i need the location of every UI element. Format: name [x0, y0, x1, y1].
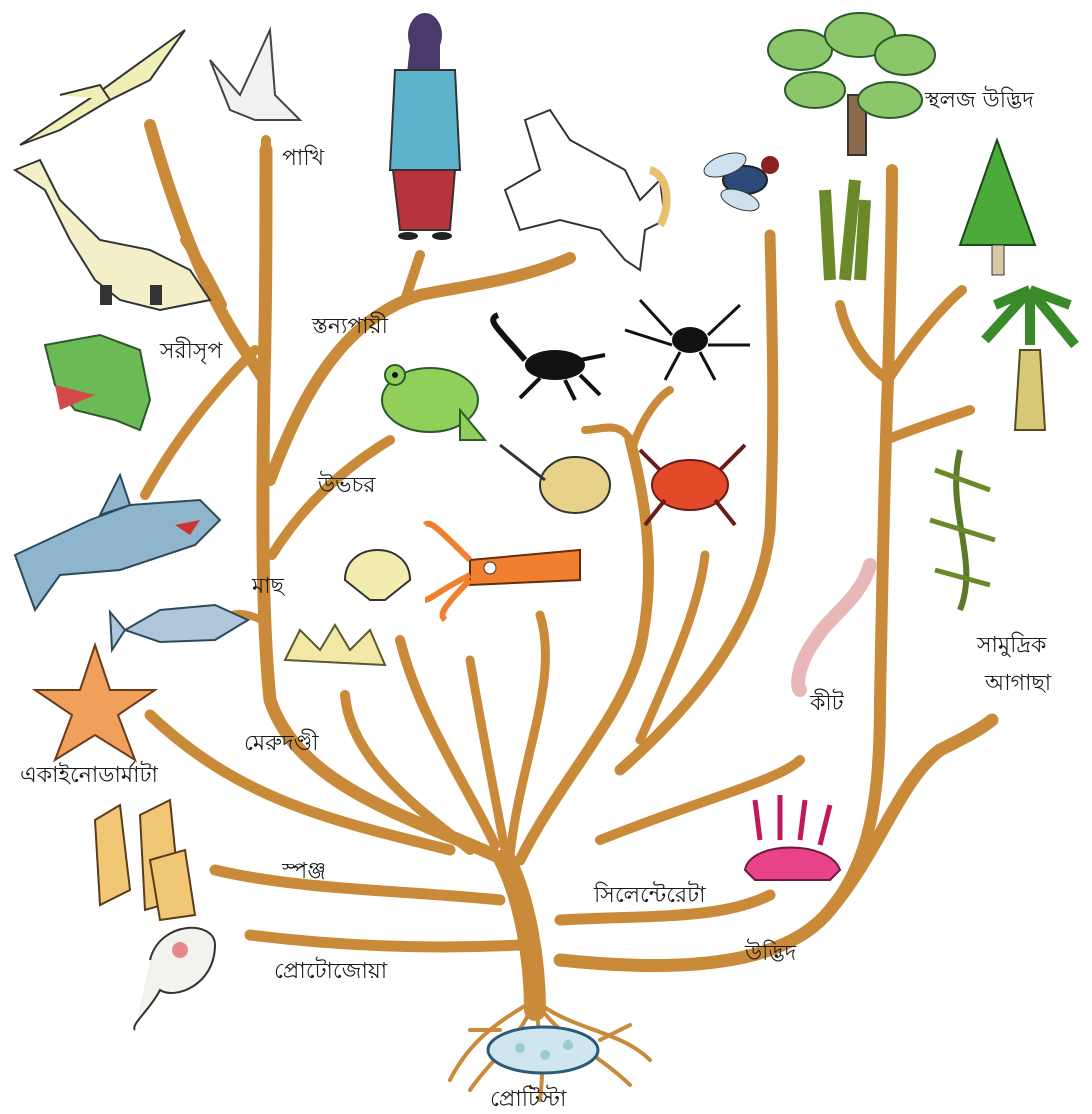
bird-icon: [210, 30, 300, 120]
label-echinodermata: একাইনোডার্মাটা: [20, 761, 158, 788]
shark-icon: [15, 475, 220, 610]
sponge-icon: [95, 800, 195, 920]
label-seaweed-line2: আগাছা: [984, 671, 1052, 696]
seaweed-icon: [930, 450, 995, 610]
earthworm-icon: [798, 565, 870, 690]
label-vertebrates: মেরুদণ্ডী: [244, 729, 319, 756]
protist-cell-icon: [488, 1027, 598, 1073]
scallop-icon: [345, 550, 410, 600]
label-fish: মাছ: [251, 574, 286, 599]
human-icon: [390, 13, 460, 240]
coral-icon: [285, 625, 385, 665]
label-seaweed-line1: সামুদ্রিক: [976, 632, 1047, 658]
palm-icon: [985, 290, 1075, 430]
crab-icon: [640, 445, 745, 525]
label-amphibians: উভচর: [317, 471, 376, 498]
pterosaur-icon: [20, 30, 185, 145]
sea-anemone-icon: [745, 795, 840, 880]
label-land-plants: স্থলজ উদ্ভিদ: [924, 86, 1034, 113]
fish-icon: [110, 605, 248, 650]
label-plants: উদ্ভিদ: [744, 939, 797, 966]
label-protozoa: প্রোটোজোয়া: [274, 957, 388, 984]
label-worm: কীট: [809, 689, 845, 716]
tree-icon: [768, 13, 935, 155]
scorpion-icon: [493, 315, 605, 400]
squid-icon: [425, 524, 580, 620]
fern-icon: [825, 180, 865, 280]
crocodile-icon: [45, 335, 150, 430]
protozoa-icon: [134, 928, 215, 1030]
label-coelenterata: সিলেন্টেরেটা: [593, 881, 706, 908]
fly-icon: [701, 148, 779, 215]
spider-icon: [625, 300, 750, 380]
label-reptiles: সরীসৃপ: [159, 337, 223, 364]
starfish-icon: [35, 645, 155, 760]
label-mammals: স্তন্যপায়ী: [311, 312, 389, 339]
horse-icon: [505, 110, 667, 270]
label-birds: পাখি: [282, 145, 325, 171]
horseshoe-crab-icon: [500, 445, 610, 513]
conifer-icon: [960, 140, 1035, 275]
frog-icon: [382, 365, 485, 440]
label-protista: প্রোটিস্টা: [490, 1085, 567, 1112]
label-sponge: স্পঞ্জ: [281, 859, 326, 884]
